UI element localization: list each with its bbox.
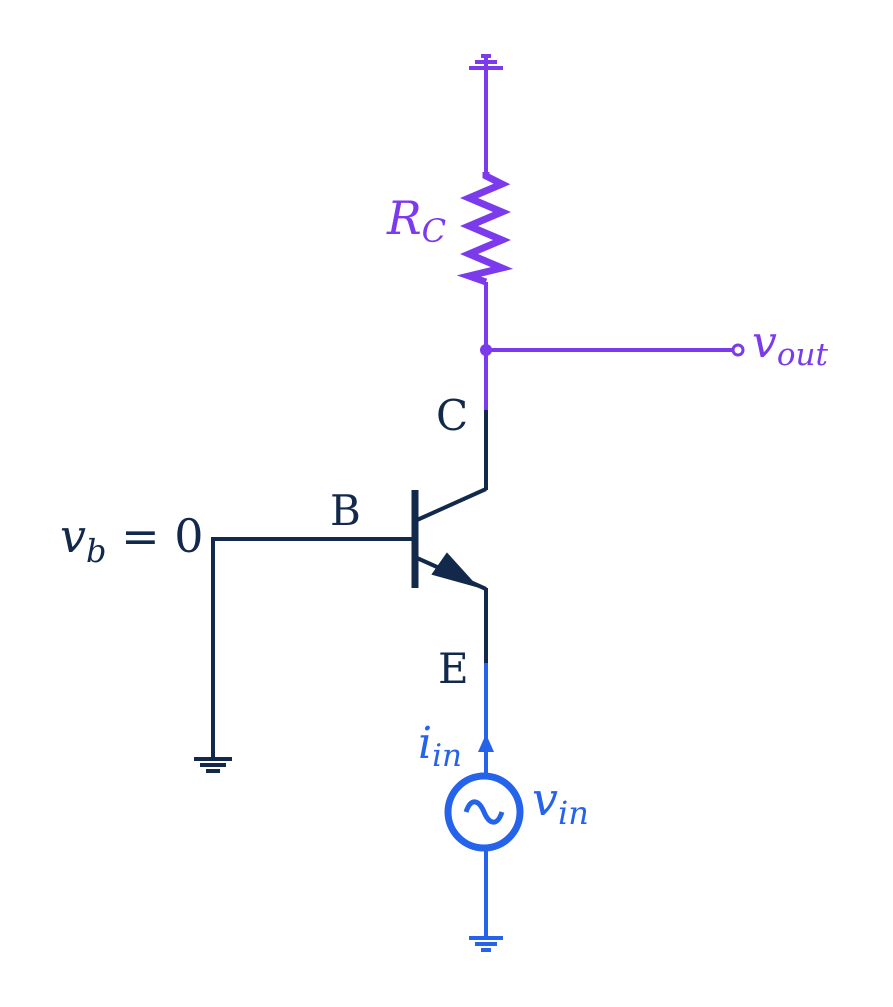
label-input-voltage: vin [532, 772, 589, 832]
current-arrow-icon [478, 734, 494, 752]
emitter-arrow-icon [431, 552, 480, 588]
label-resistor: RC [386, 191, 446, 250]
supply-bottom-icon [469, 936, 503, 952]
label-input-current: iin [418, 718, 462, 774]
base-circuit [194, 410, 488, 773]
collector-circuit [456, 54, 733, 412]
input-circuit [444, 663, 524, 952]
label-output: vout [752, 317, 828, 373]
wire-base-to-ground [211, 537, 415, 760]
output-terminal [731, 343, 745, 357]
resistor-rc-icon [456, 172, 514, 286]
collector-diagonal [416, 487, 487, 522]
label-base-voltage: vb = 0 [60, 509, 204, 570]
ac-sine-icon [463, 799, 505, 825]
label-base: B [330, 486, 361, 535]
label-emitter: E [438, 644, 469, 693]
ac-source-icon [444, 772, 524, 852]
output-node-dot [480, 344, 492, 356]
label-collector: C [436, 391, 468, 440]
ground-icon [194, 757, 232, 773]
